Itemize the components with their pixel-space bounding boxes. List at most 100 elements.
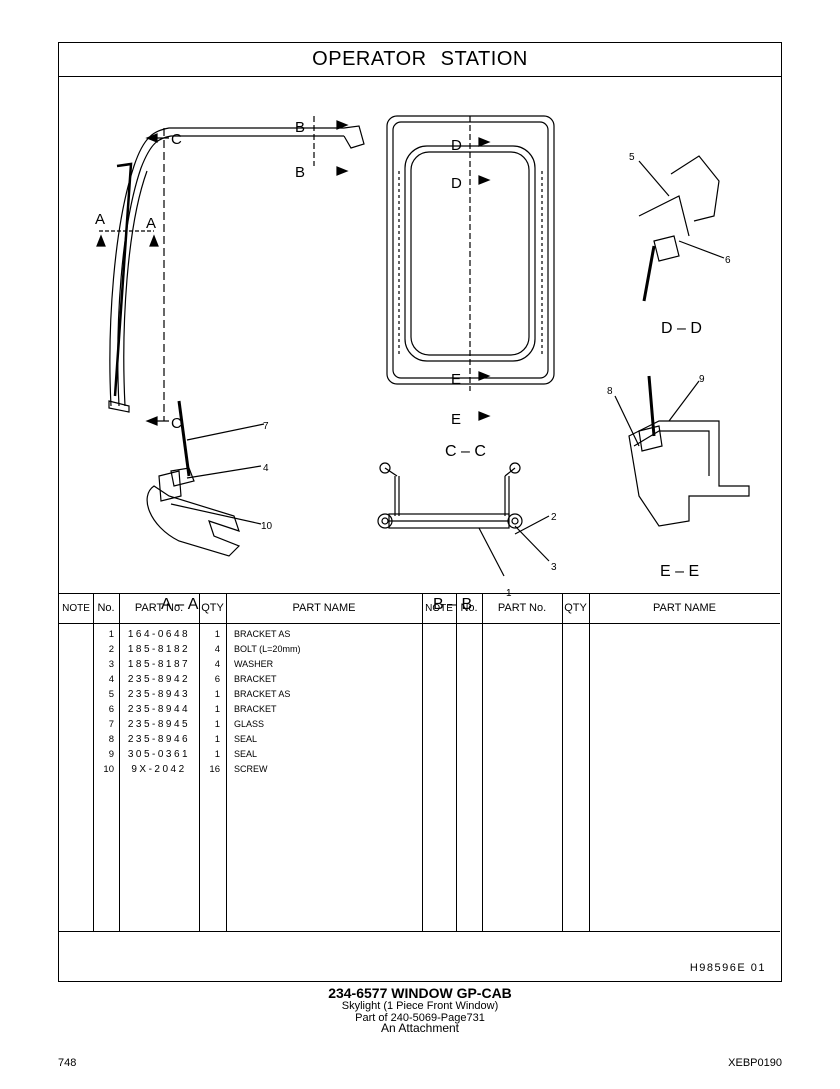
callout-9: 9 <box>699 374 705 385</box>
col-divider <box>93 593 94 931</box>
serial-code: H98596E 01 <box>689 962 766 974</box>
header-partno-right: PART No. <box>497 602 547 614</box>
row-number: 10 <box>103 764 114 775</box>
row-qty: 1 <box>214 689 220 700</box>
section-d-bottom: D <box>451 175 462 192</box>
col-divider <box>422 593 423 931</box>
col-divider <box>456 593 457 931</box>
dd-view-drawing <box>638 155 720 302</box>
header-qty-left: QTY <box>201 602 224 614</box>
aa-view-drawing <box>146 400 241 557</box>
row-part-name: BRACKET <box>234 704 277 714</box>
callout-5: 5 <box>629 152 635 163</box>
row-part-number: 235-8945 <box>127 719 191 730</box>
section-e-top: E <box>451 371 461 388</box>
section-b-top: B <box>295 119 305 136</box>
row-qty: 1 <box>214 749 220 760</box>
callout-6: 6 <box>725 255 731 266</box>
parts-drawing: C C B B A A D D E E A – A B – B C – C D … <box>59 76 780 633</box>
row-qty: 1 <box>214 719 220 730</box>
row-qty: 4 <box>214 644 220 655</box>
bb-view-drawing <box>377 462 523 529</box>
row-number: 3 <box>108 659 114 670</box>
table-footer: H98596E 01 <box>59 931 780 982</box>
section-a-left: A <box>95 211 105 228</box>
table-row: 3 185-8187 4 WASHER <box>59 657 422 672</box>
row-part-number: 235-8944 <box>127 704 191 715</box>
col-divider <box>199 593 200 931</box>
section-e-bottom: E <box>451 411 461 428</box>
row-qty: 16 <box>209 764 220 775</box>
header-qty-right: QTY <box>564 602 587 614</box>
callout-2: 2 <box>551 512 557 523</box>
header-note-left: NOTE <box>62 603 90 614</box>
row-part-number: 235-8946 <box>127 734 191 745</box>
table-header: NOTE No. PART No. QTY PART NAME NOTE No.… <box>59 593 780 624</box>
table-row: 2 185-8182 4 BOLT (L=20mm) <box>59 642 422 657</box>
view-label-ee: E – E <box>660 563 699 580</box>
view-label-cc: C – C <box>445 443 486 460</box>
cc-view-drawing <box>386 115 555 391</box>
callout-8: 8 <box>607 386 613 397</box>
header-partname-right: PART NAME <box>653 602 716 614</box>
col-divider <box>589 593 590 931</box>
side-view-drawing <box>99 116 365 422</box>
table-row: 7 235-8945 1 GLASS <box>59 717 422 732</box>
row-number: 6 <box>108 704 114 715</box>
row-part-number: 185-8182 <box>127 644 191 655</box>
callout-4: 4 <box>263 463 269 474</box>
row-number: 8 <box>108 734 114 745</box>
header-partname-left: PART NAME <box>292 602 356 614</box>
page-title: OPERATOR STATION <box>59 43 781 77</box>
row-part-name: SEAL <box>234 734 258 744</box>
row-qty: 4 <box>214 659 220 670</box>
section-d-top: D <box>451 137 462 154</box>
header-no-right: No. <box>460 602 478 614</box>
section-c-top: C <box>171 131 182 148</box>
row-part-number: 235-8943 <box>127 689 191 700</box>
table-row: 6 235-8944 1 BRACKET <box>59 702 422 717</box>
caption-part-of: Part of 240-5069-Page731 <box>355 1012 485 1024</box>
doc-code: XEBP0190 <box>728 1057 782 1069</box>
row-qty: 1 <box>214 629 220 640</box>
section-c-bottom: C <box>171 415 182 432</box>
drawing-svg: C C B B A A D D E E A – A B – B C – C D … <box>95 115 750 613</box>
ee-view-drawing <box>628 375 750 527</box>
row-qty: 1 <box>214 704 220 715</box>
caption-subtitle: Skylight (1 Piece Front Window) <box>341 1000 499 1012</box>
row-number: 5 <box>108 689 114 700</box>
col-divider <box>226 593 227 931</box>
caption-title: 234-6577 WINDOW GP-CAB <box>328 985 512 1001</box>
row-part-name: WASHER <box>234 659 274 669</box>
row-part-number: 164-0648 <box>127 629 191 640</box>
header-no-left: No. <box>97 602 115 614</box>
row-part-name: GLASS <box>234 719 265 729</box>
row-qty: 1 <box>214 734 220 745</box>
section-b-bottom: B <box>295 164 305 181</box>
row-number: 4 <box>108 674 114 685</box>
row-part-number: 235-8942 <box>127 674 191 685</box>
callout-7: 7 <box>263 421 269 432</box>
row-number: 7 <box>108 719 114 730</box>
view-label-dd: D – D <box>661 320 702 337</box>
col-divider <box>562 593 563 931</box>
view-label-aa: A – A <box>161 596 199 613</box>
row-part-number: 185-8187 <box>127 659 191 670</box>
row-number: 1 <box>108 629 114 640</box>
row-part-number: 305-0361 <box>127 749 191 760</box>
caption-attachment: An Attachment <box>380 1021 460 1035</box>
page-number: 748 <box>58 1057 77 1069</box>
row-number: 2 <box>108 644 114 655</box>
view-label-bb: B – B <box>433 596 472 613</box>
callout-3: 3 <box>551 562 557 573</box>
row-part-name: BOLT (L=20mm) <box>234 644 301 654</box>
page-frame: OPERATOR STATION <box>58 42 782 982</box>
col-divider <box>482 593 483 931</box>
row-qty: 6 <box>214 674 220 685</box>
row-part-name: BRACKET <box>234 674 277 684</box>
table-row: 8 235-8946 1 SEAL <box>59 732 422 747</box>
